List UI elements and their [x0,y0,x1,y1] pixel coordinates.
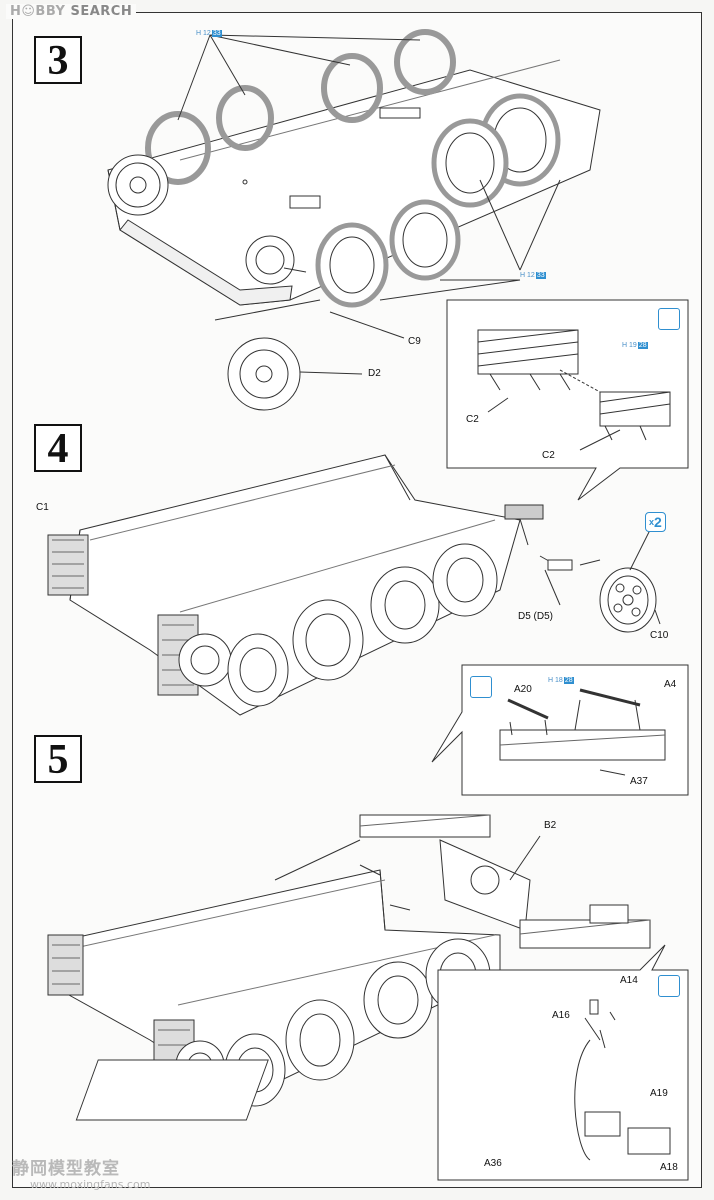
part-label-a16: A16 [552,1010,570,1021]
site-watermark: 静岡模型教室 [12,1159,120,1179]
step-4-number: 4 [34,424,82,472]
part-label-c2-bottom: C2 [542,450,555,461]
part-label-c10: C10 [650,630,669,641]
part-label-a19: A19 [650,1088,668,1099]
glue-icon [470,676,492,698]
part-label-a4: A4 [664,679,677,690]
site-url-watermark: www.moxingfans.com [30,1178,151,1191]
glue-icon [658,308,680,330]
hobbysearch-watermark: H☺BBY SEARCH [6,4,137,19]
part-label-a18: A18 [660,1162,678,1173]
step3-idler [214,299,363,411]
part-label-a37: A37 [630,776,648,787]
step3-sprocket [107,154,169,216]
part-label-c1: C1 [36,502,49,513]
step-5-number: 5 [34,735,82,783]
part-label-b2: B2 [544,820,557,831]
step4-hull [47,454,661,716]
part-label-a14: A14 [620,975,638,986]
glue-icon [658,975,680,997]
part-label-a20: A20 [514,684,532,695]
part-label-a36: A36 [484,1158,502,1169]
part-label-d5: D5 (D5) [518,611,554,622]
step3-bottom-wheels [245,93,561,308]
step4-detail-box [431,664,689,796]
part-label-c2-top: C2 [466,414,479,425]
step-3-number: 3 [34,36,82,84]
step3-detail-box [446,299,689,501]
part-label-d2: D2 [368,368,381,379]
quantity-badge: x2 [645,512,666,532]
step3-top-wheels [145,29,456,185]
part-label-c9: C9 [408,336,421,347]
step5-detail-box [75,944,689,1181]
